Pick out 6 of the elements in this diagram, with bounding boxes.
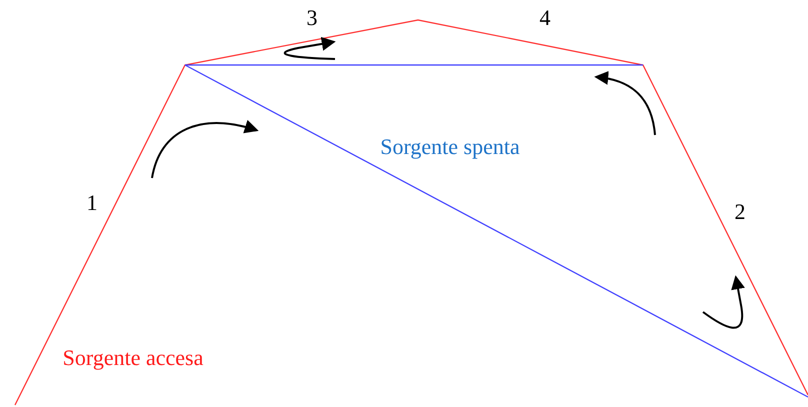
segment-number: 2 — [734, 200, 746, 224]
segment-number: 1 — [86, 191, 98, 215]
state-label: Sorgente accesa — [62, 346, 204, 370]
segment-number: 4 — [540, 6, 550, 30]
segment-number: 3 — [306, 6, 318, 30]
state-label: Sorgente spenta — [380, 135, 520, 159]
